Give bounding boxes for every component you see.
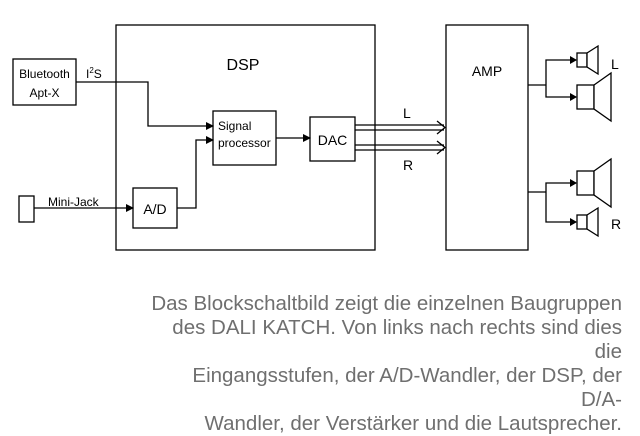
- ad-block: [132, 187, 178, 229]
- bluetooth-block: [12, 58, 77, 106]
- dsp-label: DSP: [227, 57, 260, 74]
- channel-right-label: R: [403, 157, 413, 173]
- right-woofer-icon: [576, 157, 612, 209]
- speaker-right-label: R: [611, 216, 621, 232]
- signal-lines: [34, 59, 576, 223]
- left-woofer-icon: [576, 71, 612, 123]
- dac-to-amp-right-line: [355, 144, 444, 151]
- aptx-label: Apt-X: [29, 86, 59, 100]
- ad-to-processor-line: [177, 136, 214, 209]
- signal-label: Signal: [218, 119, 251, 133]
- caption-line-1: Das Blockschaltbild zeigt die einzelnen …: [151, 292, 622, 315]
- right-arrowhead: [436, 140, 447, 155]
- dac-label: DAC: [318, 132, 348, 148]
- i2s-line: [76, 81, 214, 130]
- dsp-block: [115, 24, 376, 251]
- i2s-label: I2S: [86, 66, 102, 81]
- caption-line-4: Wandler, der Verstärker und die Lautspre…: [204, 412, 622, 435]
- block-diagram: Bluetooth Apt-X I2S Mini-Jack DSP A/D Si…: [12, 24, 621, 251]
- caption-line-3: Eingangsstufen, der A/D-Wandler, der DSP…: [192, 364, 622, 411]
- right-tweeter-icon: [576, 206, 599, 238]
- caption-line-2: des DALI KATCH. Von links nach rechts si…: [172, 316, 622, 363]
- left-arrowhead: [436, 120, 447, 135]
- dac-to-amp-left-line: [355, 124, 444, 131]
- processor-label: processor: [218, 136, 271, 150]
- caption: Das Blockschaltbild zeigt die einzelnen …: [150, 292, 622, 436]
- left-tweeter-icon: [576, 44, 599, 76]
- minijack-block: [18, 195, 35, 223]
- speaker-left-label: L: [611, 56, 619, 72]
- amp-block: [445, 24, 529, 251]
- minijack-label: Mini-Jack: [48, 195, 100, 209]
- channel-left-label: L: [403, 105, 411, 121]
- ad-label: A/D: [143, 201, 166, 217]
- bluetooth-label: Bluetooth: [19, 67, 70, 81]
- amp-to-left-speakers-line: [528, 59, 576, 98]
- amp-to-right-speakers-line: [528, 182, 576, 223]
- amp-label: AMP: [472, 63, 502, 79]
- speaker-arrowheads: [570, 56, 577, 226]
